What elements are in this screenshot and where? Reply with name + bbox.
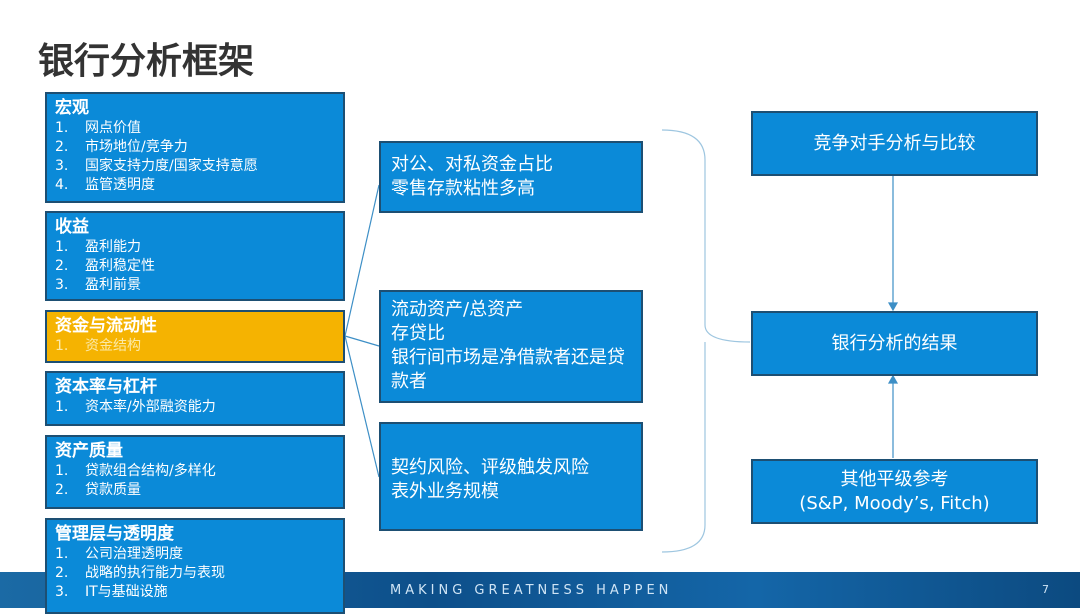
middle-box-1: 对公、对私资金占比零售存款粘性多高 — [379, 141, 643, 213]
line: 存贷比 — [391, 323, 445, 344]
list-item: 1. 网点价值 — [55, 119, 335, 138]
category-box: 宏观 1. 网点价值 2. 市场地位/竞争力 3. 国家支持力度/国家支持意愿 4. 监管透明度 — [45, 92, 345, 203]
list-item: 3. 盈利前景 — [55, 276, 335, 295]
list-item: 1. 贷款组合结构/多样化 — [55, 462, 335, 481]
page-number: 7 — [1042, 583, 1049, 596]
item-text: 盈利稳定性 — [85, 258, 155, 274]
line: 竞争对手分析与比较 — [813, 132, 976, 154]
middle-box-2: 流动资产/总资产存贷比银行间市场是净借款者还是贷款者 — [379, 290, 643, 403]
bracket — [661, 129, 751, 553]
list-item: 2. 市场地位/竞争力 — [55, 138, 335, 157]
line: 流动资产/总资产 — [391, 299, 524, 320]
item-number: 2. — [55, 139, 69, 155]
line: 表外业务规模 — [391, 481, 499, 502]
list-item: 2. 贷款质量 — [55, 481, 335, 500]
category-box: 资金与流动性 1. 资金结构 — [45, 310, 345, 363]
item-text: 监管透明度 — [85, 177, 155, 193]
line: 银行分析的结果 — [831, 332, 958, 354]
item-text: 战略的执行能力与表现 — [85, 565, 225, 581]
list-item: 2. 盈利稳定性 — [55, 257, 335, 276]
item-number: 1. — [55, 120, 69, 136]
category-heading: 资产质量 — [55, 441, 123, 461]
item-number: 1. — [55, 399, 69, 415]
footer-tagline: MAKING GREATNESS HAPPEN — [390, 583, 673, 598]
line: 银行间市场是净借款者还是贷款者 — [391, 347, 625, 392]
line: (S&P, Moody’s, Fitch) — [799, 492, 990, 514]
category-heading: 资本率与杠杆 — [55, 377, 157, 397]
item-number: 1. — [55, 546, 69, 562]
item-number: 1. — [55, 338, 69, 354]
category-box: 收益 1. 盈利能力 2. 盈利稳定性 3. 盈利前景 — [45, 211, 345, 301]
arrow-head — [887, 302, 899, 312]
item-number: 1. — [55, 463, 69, 479]
item-text: 贷款质量 — [85, 482, 141, 498]
list-item: 1. 资金结构 — [55, 337, 335, 356]
item-text: 贷款组合结构/多样化 — [85, 463, 216, 479]
list-item: 3. IT与基础设施 — [55, 583, 335, 602]
item-number: 2. — [55, 565, 69, 581]
line: 零售存款粘性多高 — [391, 178, 535, 199]
category-heading: 管理层与透明度 — [55, 524, 174, 544]
item-number: 2. — [55, 482, 69, 498]
item-text: IT与基础设施 — [85, 584, 168, 600]
connector-line — [344, 335, 380, 478]
line: 对公、对私资金占比 — [391, 154, 553, 175]
item-text: 资本率/外部融资能力 — [85, 399, 216, 415]
analysis-result-box: 银行分析的结果 — [751, 311, 1038, 376]
arrow-head — [887, 374, 899, 384]
item-text: 市场地位/竞争力 — [85, 139, 188, 155]
item-number: 4. — [55, 177, 69, 193]
line: 契约风险、评级触发风险 — [391, 457, 589, 478]
competitor-analysis-box: 竞争对手分析与比较 — [751, 111, 1038, 176]
item-number: 3. — [55, 584, 69, 600]
list-item: 1. 盈利能力 — [55, 238, 335, 257]
category-box: 管理层与透明度 1. 公司治理透明度 2. 战略的执行能力与表现 3. IT与基础设施 — [45, 518, 345, 614]
item-text: 资金结构 — [85, 338, 141, 354]
connector-line — [344, 335, 380, 347]
middle-box-3: 契约风险、评级触发风险表外业务规模 — [379, 422, 643, 531]
item-text: 盈利前景 — [85, 277, 141, 293]
item-number: 3. — [55, 277, 69, 293]
category-box: 资本率与杠杆 1. 资本率/外部融资能力 — [45, 371, 345, 426]
list-item: 2. 战略的执行能力与表现 — [55, 564, 335, 583]
list-item: 3. 国家支持力度/国家支持意愿 — [55, 157, 335, 176]
rating-reference-box: 其他平级参考(S&P, Moody’s, Fitch) — [751, 459, 1038, 524]
category-heading: 宏观 — [55, 98, 89, 118]
item-text: 国家支持力度/国家支持意愿 — [85, 158, 258, 174]
item-number: 2. — [55, 258, 69, 274]
list-item: 1. 资本率/外部融资能力 — [55, 398, 335, 417]
item-text: 网点价值 — [85, 120, 141, 136]
item-number: 1. — [55, 239, 69, 255]
category-box: 资产质量 1. 贷款组合结构/多样化 2. 贷款质量 — [45, 435, 345, 509]
item-text: 公司治理透明度 — [85, 546, 183, 562]
category-heading: 收益 — [55, 217, 89, 237]
line: 其他平级参考 — [840, 468, 949, 490]
item-number: 3. — [55, 158, 69, 174]
list-item: 1. 公司治理透明度 — [55, 545, 335, 564]
slide-title: 银行分析框架 — [38, 41, 255, 82]
category-heading: 资金与流动性 — [55, 316, 157, 336]
connector-line — [344, 184, 380, 337]
item-text: 盈利能力 — [85, 239, 141, 255]
list-item: 4. 监管透明度 — [55, 176, 335, 195]
